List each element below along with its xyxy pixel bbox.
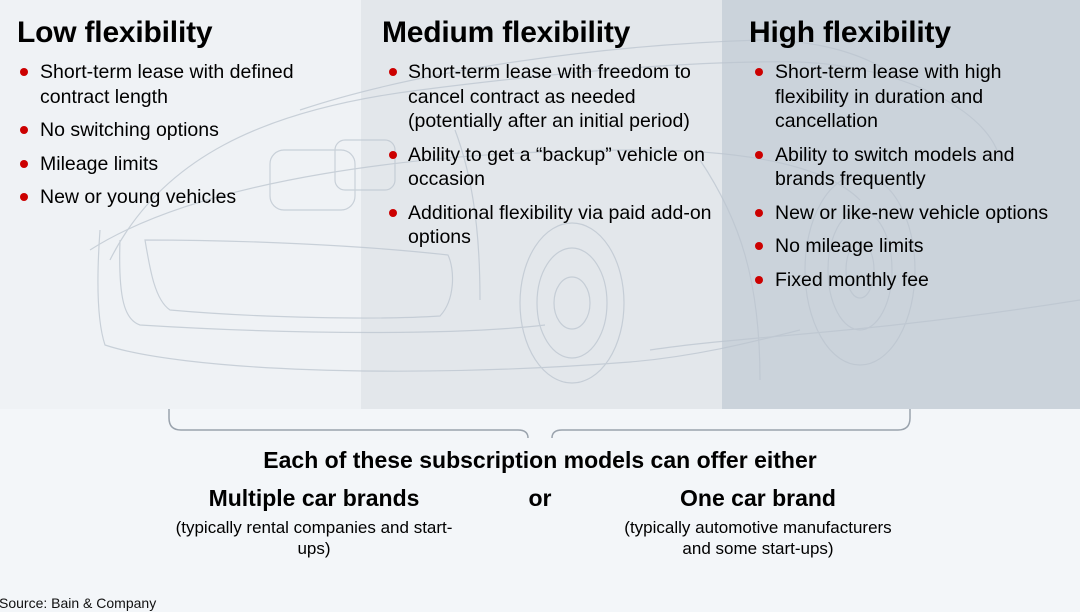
car-outline-icon [89, 39, 1080, 384]
bullet-item: Ability to switch models and brands freq… [749, 143, 1069, 192]
red-dot-icon [755, 68, 763, 76]
bullet-item: Additional flexibility via paid add-on o… [382, 201, 712, 250]
flexibility-panel: Low flexibility Short-term lease with de… [0, 0, 1080, 409]
bullet-item: Mileage limits [17, 152, 347, 177]
red-dot-icon [755, 150, 763, 159]
red-dot-icon [755, 208, 763, 217]
high-column-background [722, 0, 1080, 409]
bullet-item: Ability to get a “backup” vehicle on occ… [382, 143, 712, 192]
multiple-brands-title: Multiple car brands [208, 485, 420, 511]
medium-flexibility-title: Medium flexibility [382, 16, 631, 49]
high-flexibility-bullets: Short-term lease with high flexibility i… [749, 60, 1069, 292]
offer-heading: Each of these subscription models can of… [263, 447, 817, 473]
red-dot-icon [755, 242, 763, 250]
bullet-item: Short-term lease with defined contract l… [17, 60, 347, 109]
red-dot-icon [20, 159, 28, 168]
medium-flexibility-bullets: Short-term lease with freedom to cancel … [382, 60, 712, 250]
low-flexibility-bullets: Short-term lease with defined contract l… [17, 60, 347, 210]
bullet-item: New or like-new vehicle options [749, 201, 1069, 226]
multiple-brands-option: Multiple car brands (typically rental co… [164, 484, 464, 559]
bullet-item: New or young vehicles [17, 185, 347, 210]
one-brand-option: One car brand (typically automotive manu… [608, 484, 908, 559]
red-dot-icon [20, 68, 28, 76]
red-dot-icon [20, 126, 28, 134]
bullet-item: No mileage limits [749, 234, 1069, 259]
medium-flexibility-column: Medium flexibility Short-term lease with… [382, 14, 712, 259]
red-dot-icon [755, 275, 763, 284]
one-brand-title: One car brand [680, 485, 836, 511]
red-dot-icon [389, 150, 397, 159]
low-flexibility-column: Low flexibility Short-term lease with de… [17, 14, 347, 219]
one-brand-subtitle: (typically automotive manufacturers and … [624, 518, 892, 558]
low-flexibility-title: Low flexibility [17, 16, 213, 49]
medium-column-background [361, 0, 722, 409]
low-column-background [0, 0, 361, 409]
bullet-item: Short-term lease with freedom to cancel … [382, 60, 712, 134]
curly-bracket-icon [168, 409, 911, 439]
red-dot-icon [20, 193, 28, 201]
bullet-item: Short-term lease with high flexibility i… [749, 60, 1069, 134]
source-note: Source: Bain & Company [0, 595, 157, 611]
red-dot-icon [389, 208, 397, 217]
red-dot-icon [389, 68, 397, 76]
high-flexibility-column: High flexibility Short-term lease with h… [749, 14, 1069, 301]
or-connector: or [528, 485, 552, 511]
bullet-item: Fixed monthly fee [749, 268, 1069, 293]
high-flexibility-title: High flexibility [749, 16, 951, 49]
multiple-brands-subtitle: (typically rental companies and start-up… [175, 518, 453, 558]
bullet-item: No switching options [17, 118, 347, 143]
